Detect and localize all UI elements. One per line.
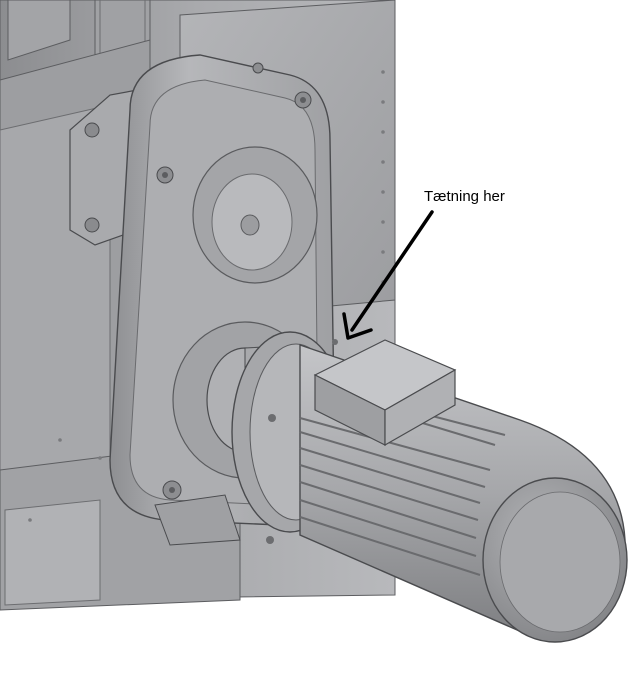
terminal-box	[313, 339, 457, 447]
callout-arrow	[342, 210, 434, 340]
seal-callout-label: Tætning her	[424, 188, 505, 205]
